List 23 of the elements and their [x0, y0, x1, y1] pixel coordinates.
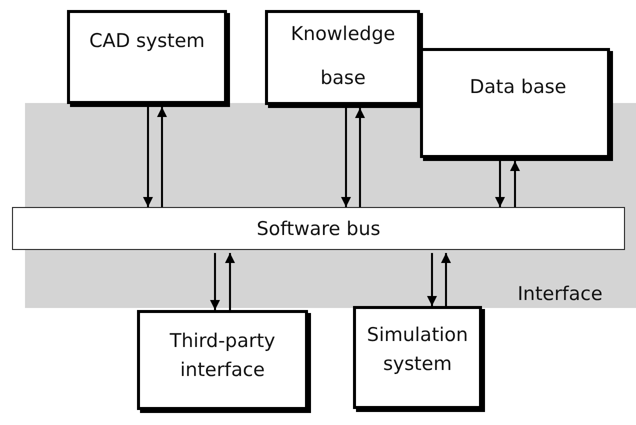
process-box: [67, 10, 227, 104]
software-bus-bar: [12, 207, 625, 250]
arrow: [225, 253, 235, 310]
arrow: [341, 108, 351, 207]
process-box: [353, 306, 482, 409]
arrow: [210, 253, 220, 310]
arrow: [495, 161, 505, 207]
arrow: [510, 161, 520, 207]
arrow: [441, 253, 451, 306]
arrow: [427, 253, 437, 306]
arrow: [143, 107, 153, 207]
process-box: [265, 10, 420, 105]
arrow: [355, 108, 365, 207]
node-label: Third-party interface: [168, 329, 276, 382]
node-label: Simulation system: [366, 323, 470, 376]
node-label: CAD system: [88, 29, 206, 54]
node-label: Software bus: [256, 217, 382, 242]
process-box: [137, 310, 308, 410]
process-box: [420, 48, 610, 158]
region-label: Interface: [516, 282, 604, 307]
node-label: Knowledge base: [290, 22, 396, 91]
node-label: Data base: [468, 75, 568, 100]
arrow: [157, 107, 167, 207]
